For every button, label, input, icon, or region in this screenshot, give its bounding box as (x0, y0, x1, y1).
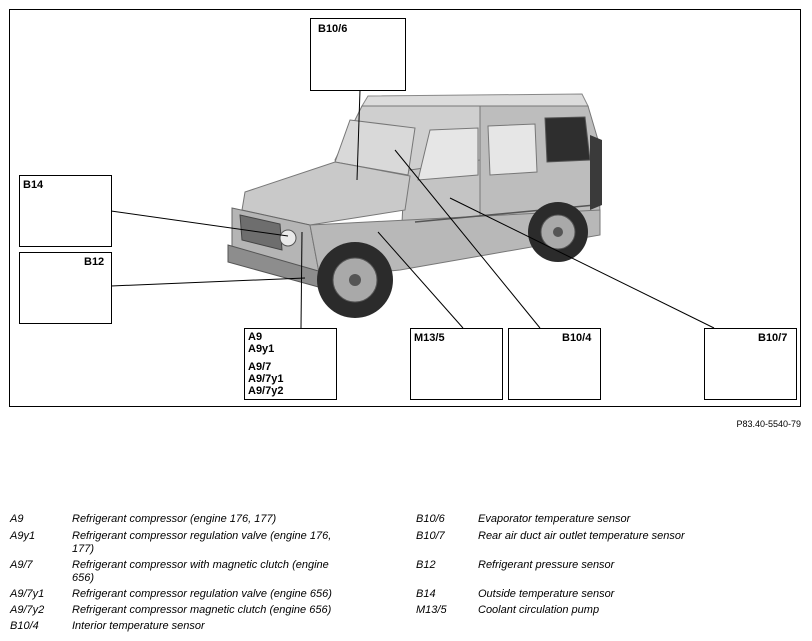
legend-code: B14 (416, 588, 436, 600)
leader-b10-7 (449, 197, 715, 329)
callout-m13-5: M13/5 (410, 328, 503, 400)
callout-b14: B14 (19, 175, 112, 247)
legend-code: B10/7 (416, 530, 445, 542)
legend-desc: Coolant circulation pump (478, 604, 600, 616)
callout-b10-4: B10/4 (508, 328, 601, 400)
legend-code: A9/7y2 (10, 604, 45, 616)
legend-code: A9/7y1 (10, 588, 45, 600)
callout-b10-7-label: B10/7 (758, 332, 788, 344)
callout-a9-label: A9 (248, 331, 263, 343)
callout-b10-7: B10/7 (704, 328, 797, 400)
legend-desc: Evaporator temperature sensor (478, 513, 631, 525)
legend-desc: Refrigerant pressure sensor (478, 559, 615, 571)
component-location-figure: B10/6 B14 B12 A9 A9y1 A9/7 A9/7y1 A9/7y2… (9, 9, 801, 407)
leader-m13-5 (377, 231, 464, 329)
callout-a9-group: A9 A9y1 A9/7 A9/7y1 A9/7y2 (244, 328, 337, 400)
legend-desc-line-2: 656) (72, 572, 95, 584)
vehicle-illustration (21, 29, 792, 392)
callout-a9-7y1-label: A9/7y1 (248, 373, 284, 385)
legend-desc: Outside temperature sensor (478, 588, 615, 600)
legend-code: B12 (416, 559, 436, 571)
callout-b12: B12 (19, 252, 112, 324)
legend-desc: Interior temperature sensor (72, 620, 205, 632)
callout-b10-6: B10/6 (310, 18, 406, 91)
leader-a9 (300, 231, 303, 329)
legend-desc: Rear air duct air outlet temperature sen… (478, 530, 685, 542)
legend-desc-line-2: 177) (72, 543, 95, 555)
callout-a9-7y2-label: A9/7y2 (248, 385, 284, 397)
callout-m13-5-label: M13/5 (414, 332, 445, 344)
legend-code: B10/6 (416, 513, 445, 525)
callout-b12-label: B12 (84, 256, 105, 268)
legend-code: A9/7 (10, 559, 33, 571)
legend-desc: Refrigerant compressor regulation valve … (72, 588, 332, 600)
leader-b10-6 (356, 89, 361, 181)
callout-a9y1-label: A9y1 (248, 343, 275, 355)
legend-desc-line-1: Refrigerant compressor with magnetic clu… (72, 559, 329, 571)
leader-lines (110, 89, 715, 329)
callout-a9-7-label: A9/7 (248, 361, 272, 373)
legend-desc-line-1: Refrigerant compressor regulation valve … (72, 530, 332, 542)
leader-b10-4 (394, 149, 541, 329)
callout-b10-6-label: B10/6 (318, 23, 348, 35)
callout-b10-4-label: B10/4 (562, 332, 592, 344)
legend-code: A9 (10, 513, 24, 525)
leader-b14 (110, 210, 289, 237)
callout-b14-label: B14 (23, 179, 44, 191)
legend-desc: Refrigerant compressor magnetic clutch (… (72, 604, 332, 616)
vehicle-drawing (227, 93, 602, 318)
legend-desc: Refrigerant compressor (engine 176, 177) (72, 513, 277, 525)
leader-b12 (110, 277, 306, 287)
legend-code: M13/5 (416, 604, 447, 616)
figure-reference-number: P83.40-5540-79 (736, 419, 801, 429)
legend-code: A9y1 (10, 530, 36, 542)
legend-code: B10/4 (10, 620, 39, 632)
